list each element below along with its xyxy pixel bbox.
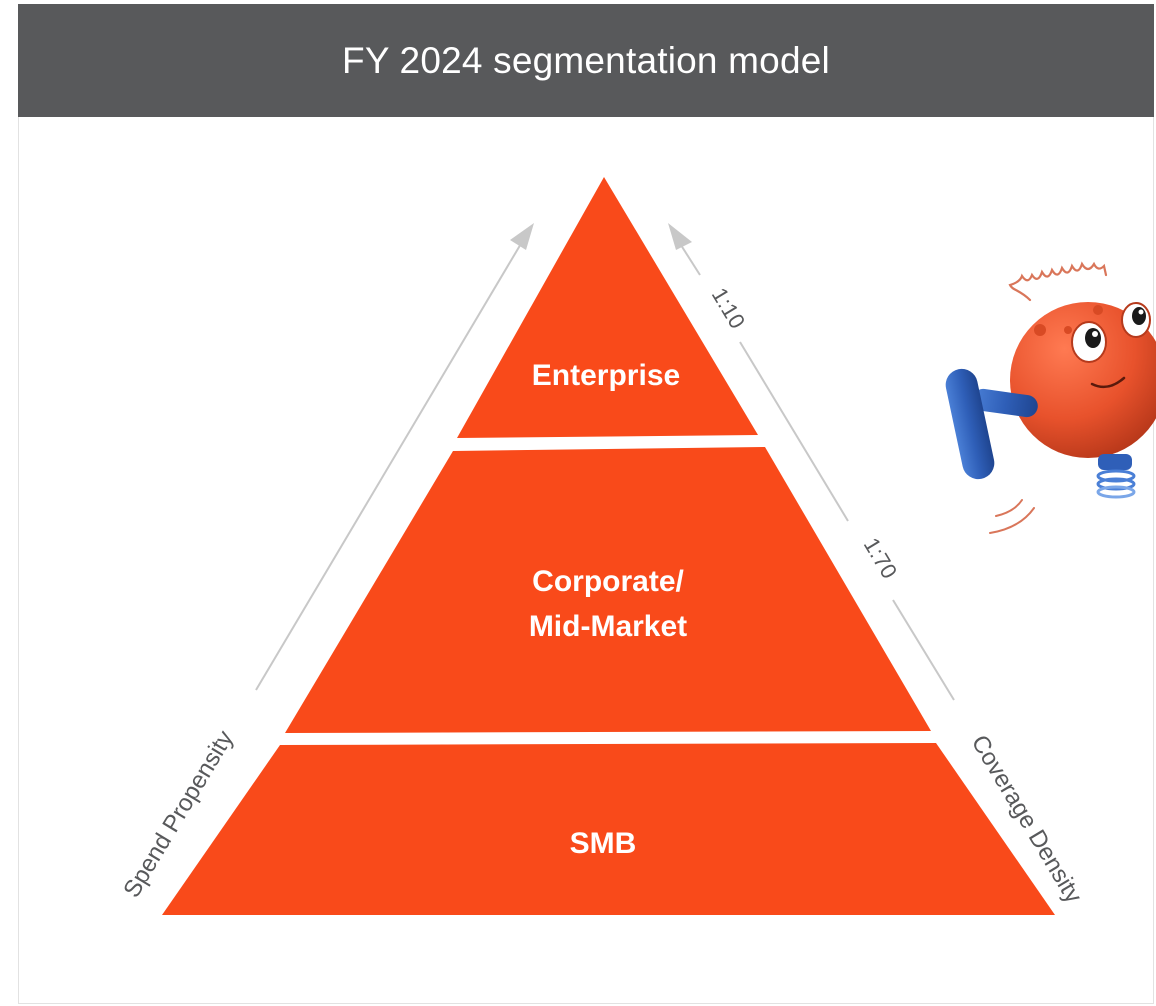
- tier-label-corporate-line1: Corporate/: [532, 565, 684, 598]
- pyramid-tier-smb: [162, 743, 1055, 915]
- coverage-arrow-segment-middle: [739, 341, 849, 522]
- pyramid-tier-corporate: [285, 447, 931, 733]
- spend-propensity-arrow-line: [255, 241, 523, 691]
- tier-label-enterprise: Enterprise: [532, 359, 680, 392]
- ratio-label-enterprise: 1:10: [707, 283, 750, 333]
- coverage-arrow-segment-bottom: [892, 599, 955, 701]
- spend-propensity-arrowhead-icon: [510, 223, 534, 250]
- page-title: FY 2024 segmentation model: [342, 39, 830, 81]
- coverage-arrow-segment-top: [678, 241, 701, 276]
- pyramid-tier-enterprise: [457, 177, 758, 438]
- tier-label-smb: SMB: [570, 827, 637, 860]
- tier-label-corporate-line2: Mid-Market: [529, 610, 687, 643]
- coverage-density-arrowhead-icon: [668, 223, 692, 250]
- slide-header: FY 2024 segmentation model: [18, 4, 1154, 117]
- ratio-label-corporate: 1:70: [859, 533, 902, 583]
- robot-mascot-icon: [945, 261, 1156, 534]
